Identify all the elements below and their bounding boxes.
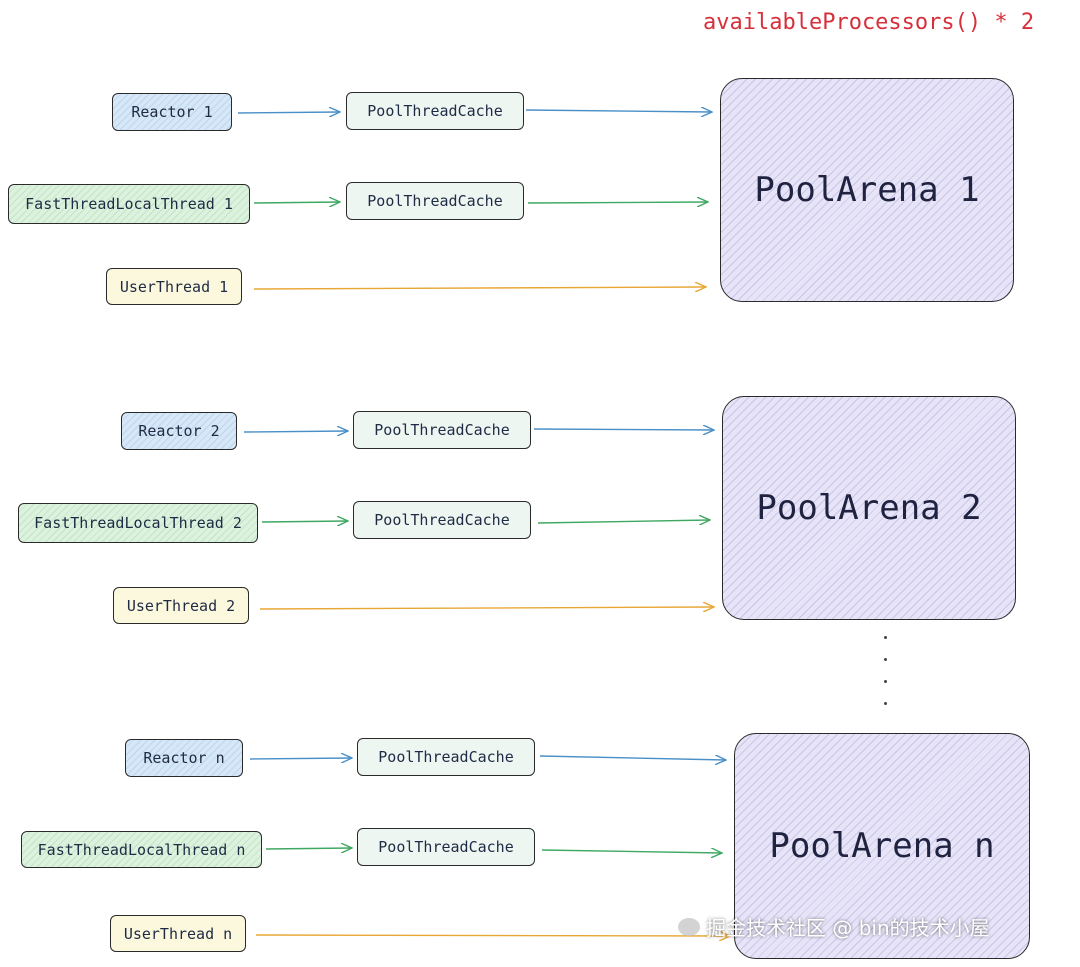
arrow-user-to-arena — [255, 935, 730, 936]
ellipsis-dot — [884, 636, 887, 639]
arrow-cache-to-arena — [539, 756, 726, 760]
arrow-cache-to-arena — [533, 429, 714, 430]
arrow-fast-to-cache — [261, 521, 348, 522]
arrow-reactor-to-cache — [237, 112, 340, 113]
arrow-cache-to-arena — [541, 850, 722, 853]
pool-thread-cache-node[interactable]: PoolThreadCache — [353, 411, 531, 449]
watermark: 掘金技术社区 @ bin的技术小屋 — [678, 912, 990, 941]
pool-thread-cache-node[interactable]: PoolThreadCache — [357, 738, 535, 776]
user-thread-node[interactable]: UserThread 1 — [106, 268, 242, 305]
fast-thread-local-thread-node[interactable]: FastThreadLocalThread 1 — [8, 184, 250, 224]
pool-arena-box[interactable]: PoolArena 1 — [720, 78, 1014, 302]
arrow-cache-to-arena — [525, 110, 712, 112]
reactor-node[interactable]: Reactor 1 — [112, 93, 232, 131]
ellipsis-dot — [884, 702, 887, 705]
reactor-node[interactable]: Reactor n — [125, 739, 243, 777]
processor-count-formula: availableProcessors() * 2 — [703, 10, 1035, 35]
watermark-text: 掘金技术社区 @ bin的技术小屋 — [706, 916, 990, 940]
pool-thread-cache-node[interactable]: PoolThreadCache — [357, 828, 535, 866]
pool-thread-cache-node[interactable]: PoolThreadCache — [346, 182, 524, 220]
fast-thread-local-thread-node[interactable]: FastThreadLocalThread n — [21, 831, 262, 868]
user-thread-node[interactable]: UserThread 2 — [113, 587, 249, 624]
arrow-cache-to-arena — [527, 202, 708, 203]
ellipsis-dot — [884, 658, 887, 661]
fast-thread-local-thread-node[interactable]: FastThreadLocalThread 2 — [18, 503, 258, 543]
pool-thread-cache-node[interactable]: PoolThreadCache — [353, 501, 531, 539]
pool-arena-box[interactable]: PoolArena 2 — [722, 396, 1016, 620]
arrow-fast-to-cache — [253, 202, 340, 203]
pool-arena-box[interactable]: PoolArena n — [734, 733, 1030, 959]
arrow-reactor-to-cache — [243, 431, 348, 432]
user-thread-node[interactable]: UserThread n — [110, 915, 246, 952]
arrow-user-to-arena — [253, 287, 706, 289]
arrow-cache-to-arena — [537, 520, 710, 523]
pool-thread-cache-node[interactable]: PoolThreadCache — [346, 92, 524, 130]
arrow-fast-to-cache — [265, 848, 352, 849]
arrow-reactor-to-cache — [249, 758, 352, 759]
arrow-user-to-arena — [259, 607, 714, 609]
ellipsis-dot — [884, 680, 887, 683]
reactor-node[interactable]: Reactor 2 — [121, 412, 237, 450]
wechat-icon — [678, 917, 700, 936]
